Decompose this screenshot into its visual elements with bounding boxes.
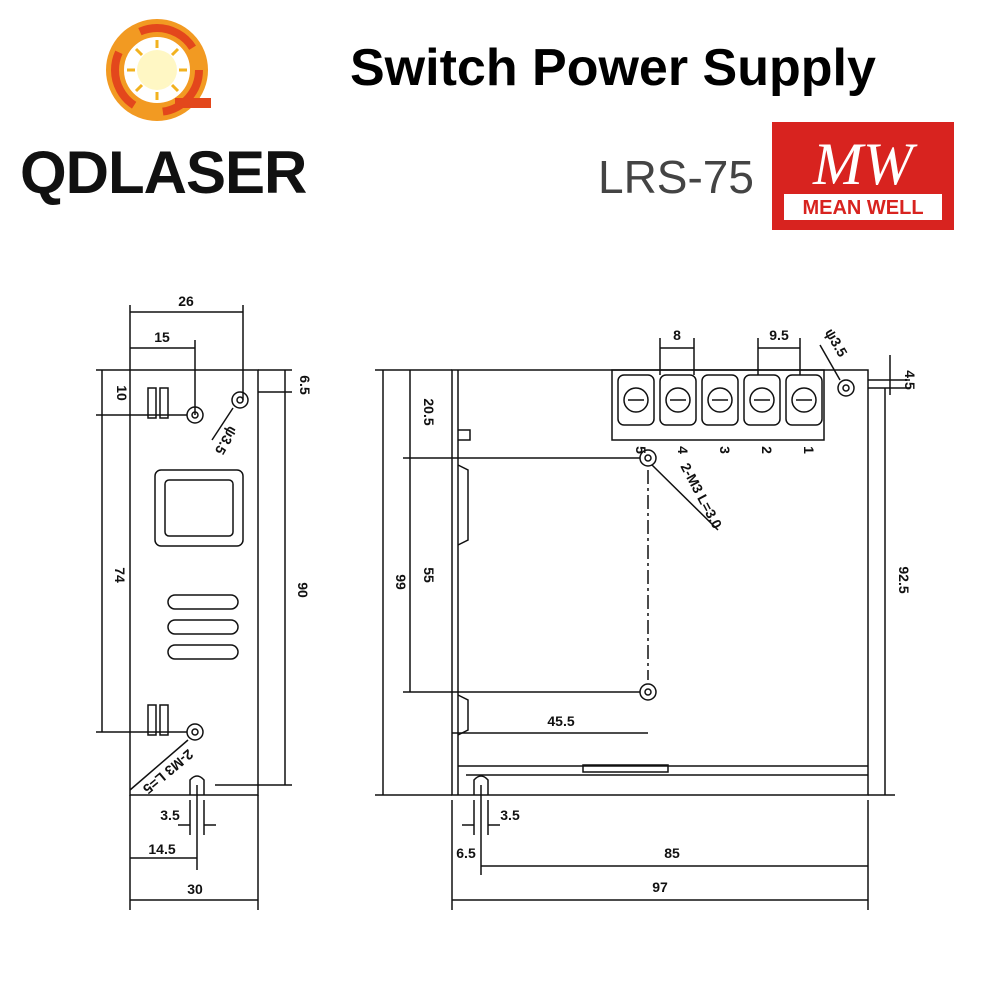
dim-front-inner-width: 85: [664, 845, 680, 861]
page-title: Switch Power Supply: [350, 39, 876, 97]
dim-front-left-offset: 6.5: [456, 845, 476, 861]
dim-front-slot: 3.5: [500, 807, 520, 823]
dim-side-screw-note: 2-M3 L=5: [140, 746, 197, 797]
dim-front-pitch-b: 9.5: [769, 327, 789, 343]
front-view: [375, 338, 910, 910]
dim-front-top-right: 4.5: [902, 370, 918, 390]
terminal-label-5: 5: [633, 446, 649, 454]
dim-side-bottom-offset: 14.5: [148, 841, 175, 857]
mw-logo-mark: MW: [812, 131, 918, 197]
terminal-label-4: 4: [675, 446, 691, 454]
dim-front-pitch-a: 8: [673, 327, 681, 343]
dim-side-top-width: 26: [178, 293, 194, 309]
dim-side-hole-dia: ψ3.5: [212, 424, 241, 458]
dim-front-screw-x: 45.5: [547, 713, 574, 729]
dim-side-top-offset: 15: [154, 329, 170, 345]
dim-front-screw-note: 2-M3 L=3.0: [677, 460, 725, 531]
dim-side-bottom-width: 30: [187, 881, 203, 897]
mw-logo-text: MEAN WELL: [802, 197, 923, 219]
dim-side-top-hole: 10: [114, 385, 130, 401]
model-label: LRS-75: [598, 151, 754, 203]
dim-side-left-height: 74: [112, 567, 128, 583]
dim-front-top-offset: 20.5: [421, 398, 437, 425]
dim-side-right-top: 6.5: [297, 375, 313, 395]
dim-side-right-height: 90: [295, 582, 311, 598]
brand-name: QDLASER: [20, 139, 307, 206]
terminal-label-2: 2: [759, 446, 775, 454]
dim-front-overall-height: 99: [393, 574, 409, 590]
terminal-label-3: 3: [717, 446, 733, 454]
dim-front-screw-spacing: 55: [421, 567, 437, 583]
dim-side-bottom-slot: 3.5: [160, 807, 180, 823]
qdlaser-sun-logo: [106, 19, 211, 121]
side-view: [96, 305, 292, 910]
dim-front-overall-width: 97: [652, 879, 668, 895]
terminal-label-1: 1: [801, 446, 817, 454]
mean-well-logo: MW MEAN WELL: [772, 122, 954, 230]
dim-front-right-height: 92.5: [896, 566, 912, 593]
